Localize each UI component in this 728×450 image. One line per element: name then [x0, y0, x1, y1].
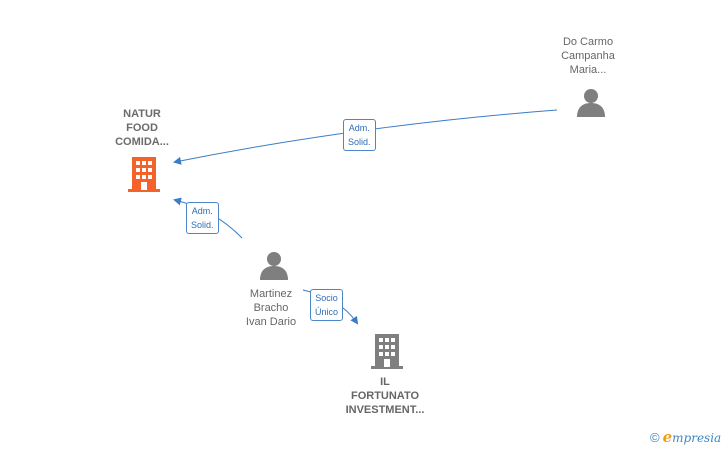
- label-line: IL: [380, 376, 390, 388]
- copyright-icon: ©: [650, 429, 660, 445]
- company-label-ilfortunato[interactable]: IL FORTUNATO INVESTMENT...: [330, 375, 440, 417]
- person-icon[interactable]: [575, 88, 607, 118]
- company-label-natur[interactable]: NATUR FOOD COMIDA...: [87, 107, 197, 149]
- label-line: Campanha: [561, 50, 615, 62]
- label-line: FOOD: [126, 122, 158, 134]
- edge-label-adm-solid: Adm. Solid.: [186, 202, 219, 234]
- label-line: Martinez: [249, 288, 293, 300]
- brand-text: mpresia: [672, 431, 722, 445]
- person-label-docarmo[interactable]: Do Carmo Campanha Maria...: [533, 35, 643, 77]
- person-icon[interactable]: [258, 251, 290, 281]
- brand-logo: empresia: [663, 428, 722, 446]
- building-icon[interactable]: [128, 157, 160, 193]
- edge-label-line: Adm.: [191, 206, 213, 216]
- label-line: Bracho: [253, 302, 289, 314]
- label-line: Maria...: [569, 64, 607, 76]
- label-line: NATUR: [123, 108, 161, 120]
- label-line: Ivan Dario: [245, 316, 297, 328]
- person-label-martinez[interactable]: Martinez Bracho Ivan Dario: [216, 287, 326, 329]
- label-line: INVESTMENT...: [345, 404, 425, 416]
- building-icon[interactable]: [371, 334, 403, 370]
- label-line: COMIDA...: [115, 136, 169, 148]
- edge-label-line: Adm.: [348, 123, 370, 133]
- edge-label-adm-solid: Adm. Solid.: [343, 119, 376, 151]
- brand-e: e: [662, 428, 673, 446]
- edge-label-line: Solid.: [191, 220, 214, 230]
- edge-label-line: Socio: [315, 293, 338, 303]
- empresia-watermark: © empresia: [650, 428, 721, 446]
- edge-label-line: Solid.: [348, 137, 371, 147]
- edge-label-socio-unico: Socio Único: [310, 289, 344, 321]
- label-line: Do Carmo: [562, 36, 614, 48]
- label-line: FORTUNATO: [350, 390, 420, 402]
- edge-label-line: Único: [315, 307, 339, 317]
